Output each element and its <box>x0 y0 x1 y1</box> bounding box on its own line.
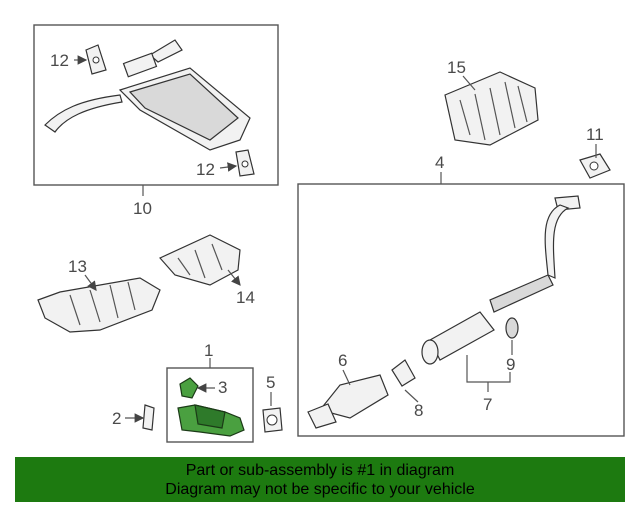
catalytic-converter-6[interactable] <box>308 375 388 428</box>
center-pipe-illustration[interactable] <box>422 196 580 364</box>
hanger-bracket-lower[interactable] <box>236 150 254 176</box>
clamp-8[interactable] <box>392 360 415 386</box>
heat-shield-13[interactable] <box>38 278 160 332</box>
heat-shield-upper[interactable] <box>445 72 538 145</box>
callout-13: 13 <box>68 257 87 276</box>
heat-protector-highlighted[interactable] <box>180 378 198 398</box>
banner-line-2: Diagram may not be specific to your vehi… <box>15 480 625 499</box>
callout-3: 3 <box>218 378 227 397</box>
exhaust-manifold-highlighted[interactable] <box>178 405 244 436</box>
heat-shield-14[interactable] <box>160 235 240 285</box>
callout-14: 14 <box>236 288 255 307</box>
hanger-rubber-9[interactable] <box>506 318 518 338</box>
banner-line-1: Part or sub-assembly is #1 in diagram <box>15 461 625 480</box>
callout-4: 4 <box>435 153 444 172</box>
callout-9: 9 <box>506 355 515 374</box>
gasket-2[interactable] <box>143 405 154 430</box>
callout-11: 11 <box>586 125 604 144</box>
rear-muffler-illustration[interactable] <box>45 40 250 150</box>
info-banner: Part or sub-assembly is #1 in diagram Di… <box>15 457 625 502</box>
callout-5: 5 <box>266 373 275 392</box>
callout-10: 10 <box>133 199 152 218</box>
gasket-11[interactable] <box>580 154 610 178</box>
callout-2: 2 <box>112 409 121 428</box>
callout-6: 6 <box>338 351 347 370</box>
callout-1: 1 <box>204 341 213 360</box>
callout-12-lower: 12 <box>196 160 215 179</box>
hanger-bracket-upper[interactable] <box>86 45 106 74</box>
callout-15: 15 <box>447 58 466 77</box>
gasket-5[interactable] <box>263 408 282 432</box>
callout-12-upper: 12 <box>50 51 69 70</box>
callout-7: 7 <box>483 395 492 414</box>
callout-8: 8 <box>414 401 423 420</box>
